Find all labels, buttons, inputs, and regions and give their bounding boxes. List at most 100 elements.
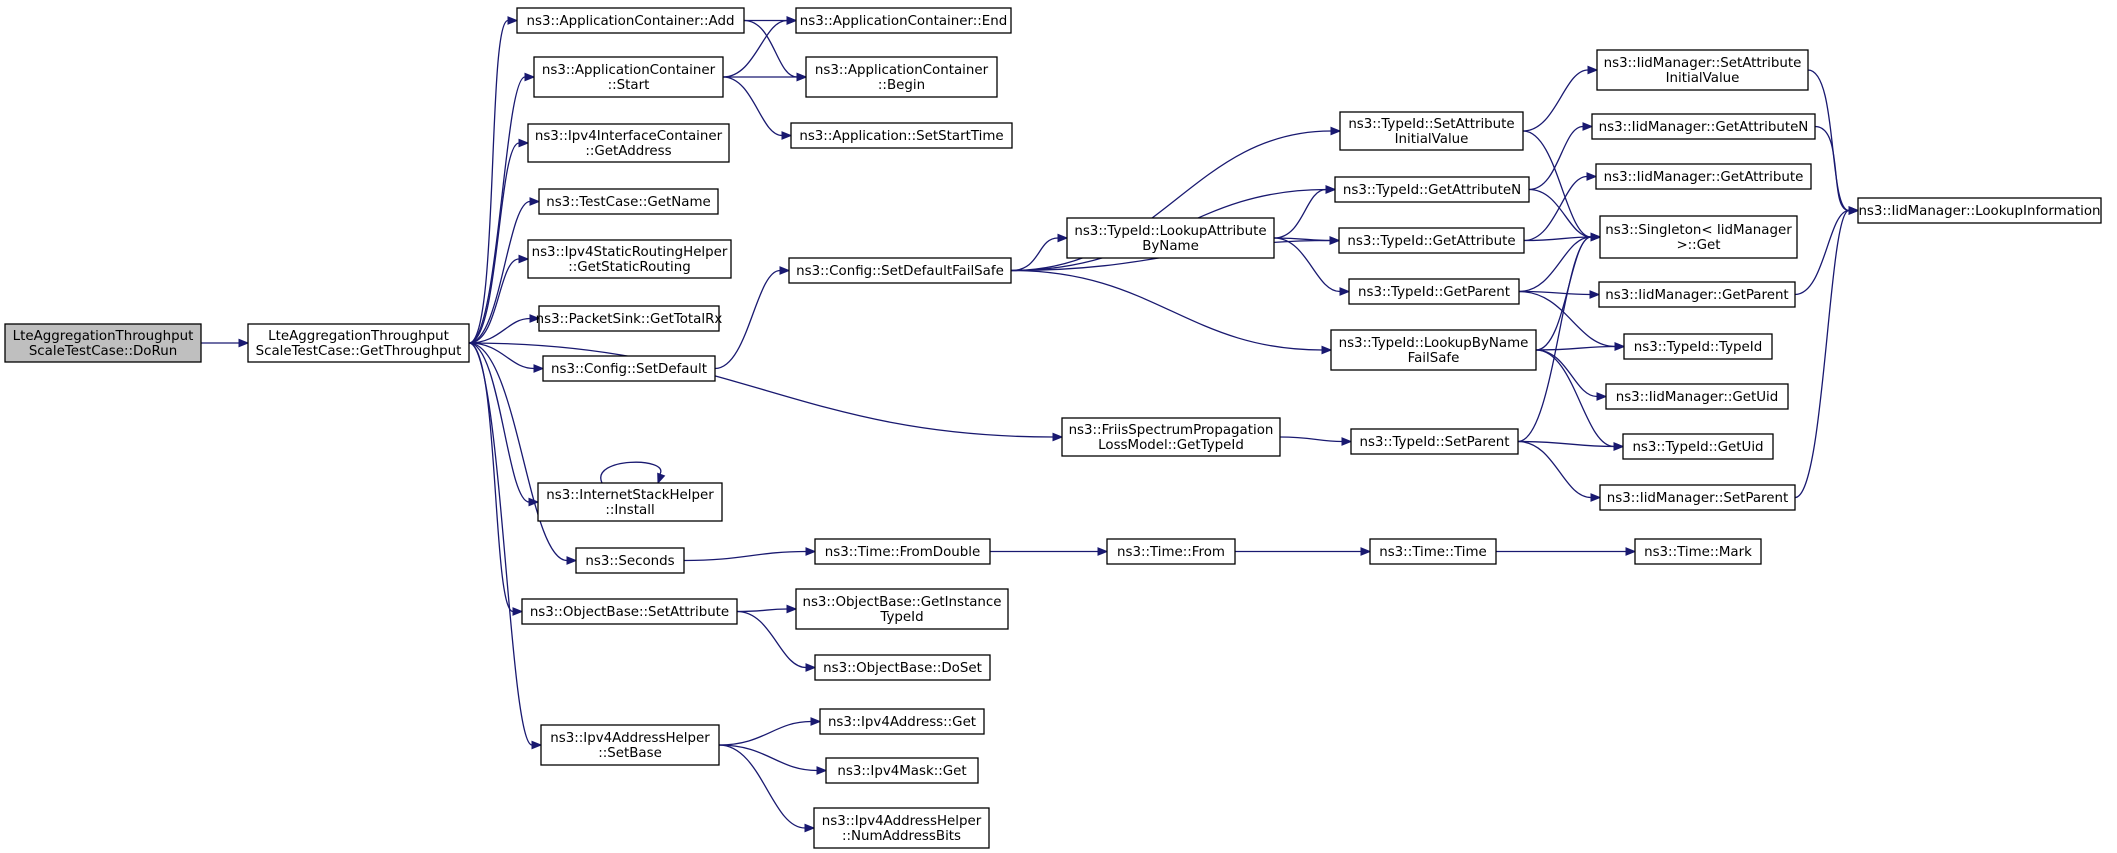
node-label: ns3::TypeId::GetParent — [1358, 285, 1510, 300]
node-app-cont-begin[interactable]: ns3::ApplicationContainer::Begin — [805, 56, 998, 98]
node-friis[interactable]: ns3::FriisSpectrumPropagationLossModel::… — [1061, 417, 1281, 457]
node-num-addr-bits[interactable]: ns3::Ipv4AddressHelper::NumAddressBits — [813, 807, 990, 849]
edge-line — [1517, 236, 1592, 443]
node-config-set-default[interactable]: ns3::Config::SetDefault — [542, 355, 716, 382]
edge-arrowhead — [529, 314, 541, 323]
edge-app-cont-start-to-app-set-start-time — [722, 76, 793, 140]
node-get-throughput[interactable]: LteAggregationThroughputScaleTestCase::G… — [247, 323, 470, 363]
node-static-routing[interactable]: ns3::Ipv4StaticRoutingHelper::GetStaticR… — [527, 239, 732, 279]
node-box — [814, 654, 991, 681]
node-box — [4, 323, 202, 363]
node-config-fail-safe[interactable]: ns3::Config::SetDefaultFailSafe — [788, 257, 1012, 284]
node-box — [788, 257, 1012, 284]
node-seconds[interactable]: ns3::Seconds — [575, 547, 685, 574]
edge-time-time-to-time-mark — [1496, 547, 1637, 556]
edge-type-id-lookup-attr-to-type-id-get-attr — [1273, 236, 1341, 245]
node-time-from[interactable]: ns3::Time::From — [1106, 538, 1236, 565]
node-ipv4-addr-helper-set-base[interactable]: ns3::Ipv4AddressHelper::SetBase — [540, 724, 720, 766]
node-app-cont-add[interactable]: ns3::ApplicationContainer::Add — [516, 7, 745, 34]
node-type-id-set-parent[interactable]: ns3::TypeId::SetParent — [1350, 428, 1519, 455]
edge-line — [1535, 349, 1615, 448]
node-box — [1106, 538, 1236, 565]
node-label: ns3::Time::Time — [1379, 545, 1487, 560]
node-label: ns3::IidManager::GetAttribute — [1604, 170, 1804, 185]
edge-line — [1523, 175, 1588, 242]
node-label: ns3::ApplicationContainer::End — [800, 14, 1008, 29]
node-label: ns3::IidManager::SetParent — [1607, 491, 1789, 506]
node-box — [795, 7, 1012, 34]
edge-arrowhead — [786, 16, 798, 25]
node-ipv4-if-get-address[interactable]: ns3::Ipv4InterfaceContainer::GetAddress — [527, 123, 730, 163]
node-iid-get-uid[interactable]: ns3::IidManager::GetUid — [1605, 383, 1789, 410]
node-do-run[interactable]: LteAggregationThroughputScaleTestCase::D… — [4, 323, 202, 363]
node-type-id-get-attr[interactable]: ns3::TypeId::GetAttribute — [1338, 227, 1525, 254]
edge-get-throughput-to-packet-sink-rx — [468, 314, 541, 344]
node-label: ns3::ApplicationContainer — [542, 63, 716, 78]
edge-line — [1273, 237, 1331, 242]
node-iid-set-parent[interactable]: ns3::IidManager::SetParent — [1599, 484, 1796, 511]
node-ipv4-addr-get[interactable]: ns3::Ipv4Address::Get — [819, 708, 985, 735]
edge-type-id-lookup-attr-to-type-id-get-attr-n — [1273, 185, 1337, 239]
edge-line — [468, 317, 531, 344]
node-app-cont-end[interactable]: ns3::ApplicationContainer::End — [795, 7, 1012, 34]
nodes-layer: LteAggregationThroughputScaleTestCase::D… — [4, 7, 2102, 849]
edge-arrowhead — [1613, 442, 1625, 451]
edge-type-id-set-parent-to-type-id-get-uid — [1517, 440, 1625, 451]
node-label: ns3::Application::SetStartTime — [799, 129, 1003, 144]
node-iid-get-attr[interactable]: ns3::IidManager::GetAttribute — [1595, 163, 1812, 190]
node-type-id-type-id[interactable]: ns3::TypeId::TypeId — [1623, 333, 1773, 360]
node-box — [790, 122, 1013, 149]
node-type-id-get-parent[interactable]: ns3::TypeId::GetParent — [1348, 278, 1520, 305]
node-label: ns3::Config::SetDefault — [551, 362, 707, 377]
node-iid-get-parent[interactable]: ns3::IidManager::GetParent — [1598, 281, 1796, 308]
node-time-time[interactable]: ns3::Time::Time — [1369, 538, 1497, 565]
edge-iid-get-attr-n-to-iid-lookup-info — [1814, 125, 1860, 215]
edge-type-id-lookup-by-name-to-type-id-type-id — [1535, 342, 1626, 351]
node-iid-lookup-info[interactable]: ns3::IidManager::LookupInformation — [1857, 197, 2102, 224]
edge-line — [1273, 188, 1327, 239]
edge-type-id-get-attr-to-iid-get-attr — [1523, 172, 1598, 242]
node-label: ::Begin — [878, 78, 925, 93]
edge-get-throughput-to-static-routing — [468, 254, 530, 344]
node-iid-set-attr-init[interactable]: ns3::IidManager::SetAttributeInitialValu… — [1596, 49, 1809, 91]
node-label: ns3::Ipv4Mask::Get — [837, 764, 966, 779]
edge-line — [1528, 188, 1592, 238]
edge-arrowhead — [810, 717, 822, 726]
node-box — [1605, 383, 1789, 410]
node-label: ::GetStaticRouting — [568, 260, 691, 275]
node-label: ns3::InternetStackHelper — [546, 488, 714, 503]
edge-line — [1794, 209, 1850, 296]
node-packet-sink-rx[interactable]: ns3::PacketSink::GetTotalRx — [536, 305, 723, 332]
edge-get-throughput-to-app-cont-start — [468, 72, 536, 344]
node-internet-install[interactable]: ns3::InternetStackHelper::Install — [537, 482, 723, 522]
node-label: ns3::IidManager::SetAttribute — [1604, 56, 1802, 71]
node-type-id-get-attr-n[interactable]: ns3::TypeId::GetAttributeN — [1334, 176, 1530, 203]
edge-type-id-set-parent-to-singleton-get — [1517, 232, 1602, 443]
edge-line — [1523, 236, 1592, 242]
node-label: ns3::Time::From — [1117, 545, 1225, 560]
node-time-from-double[interactable]: ns3::Time::FromDouble — [814, 538, 991, 565]
edge-arrowhead — [566, 556, 578, 565]
node-test-case-get-name[interactable]: ns3::TestCase::GetName — [538, 188, 719, 215]
node-time-mark[interactable]: ns3::Time::Mark — [1634, 538, 1762, 565]
node-label: ns3::TypeId::SetParent — [1359, 435, 1509, 450]
node-app-set-start-time[interactable]: ns3::Application::SetStartTime — [790, 122, 1013, 149]
node-app-cont-start[interactable]: ns3::ApplicationContainer::Start — [533, 56, 724, 98]
node-ipv4-mask-get[interactable]: ns3::Ipv4Mask::Get — [825, 757, 979, 784]
edge-line — [736, 608, 788, 613]
node-singleton-get[interactable]: ns3::Singleton< IidManager >::Get — [1599, 215, 1798, 259]
edge-line — [468, 342, 530, 503]
node-type-id-get-uid[interactable]: ns3::TypeId::GetUid — [1622, 433, 1774, 460]
edge-arrowhead — [1052, 432, 1064, 442]
node-obj-do-set[interactable]: ns3::ObjectBase::DoSet — [814, 654, 991, 681]
node-obj-set-attr[interactable]: ns3::ObjectBase::SetAttribute — [521, 598, 738, 625]
edge-obj-set-attr-to-obj-do-set — [736, 610, 817, 672]
node-label: ns3::TypeId::GetAttributeN — [1343, 183, 1521, 198]
node-iid-get-attr-n[interactable]: ns3::IidManager::GetAttributeN — [1591, 113, 1816, 140]
node-box — [1596, 49, 1809, 91]
edge-do-run-to-get-throughput — [201, 338, 250, 348]
